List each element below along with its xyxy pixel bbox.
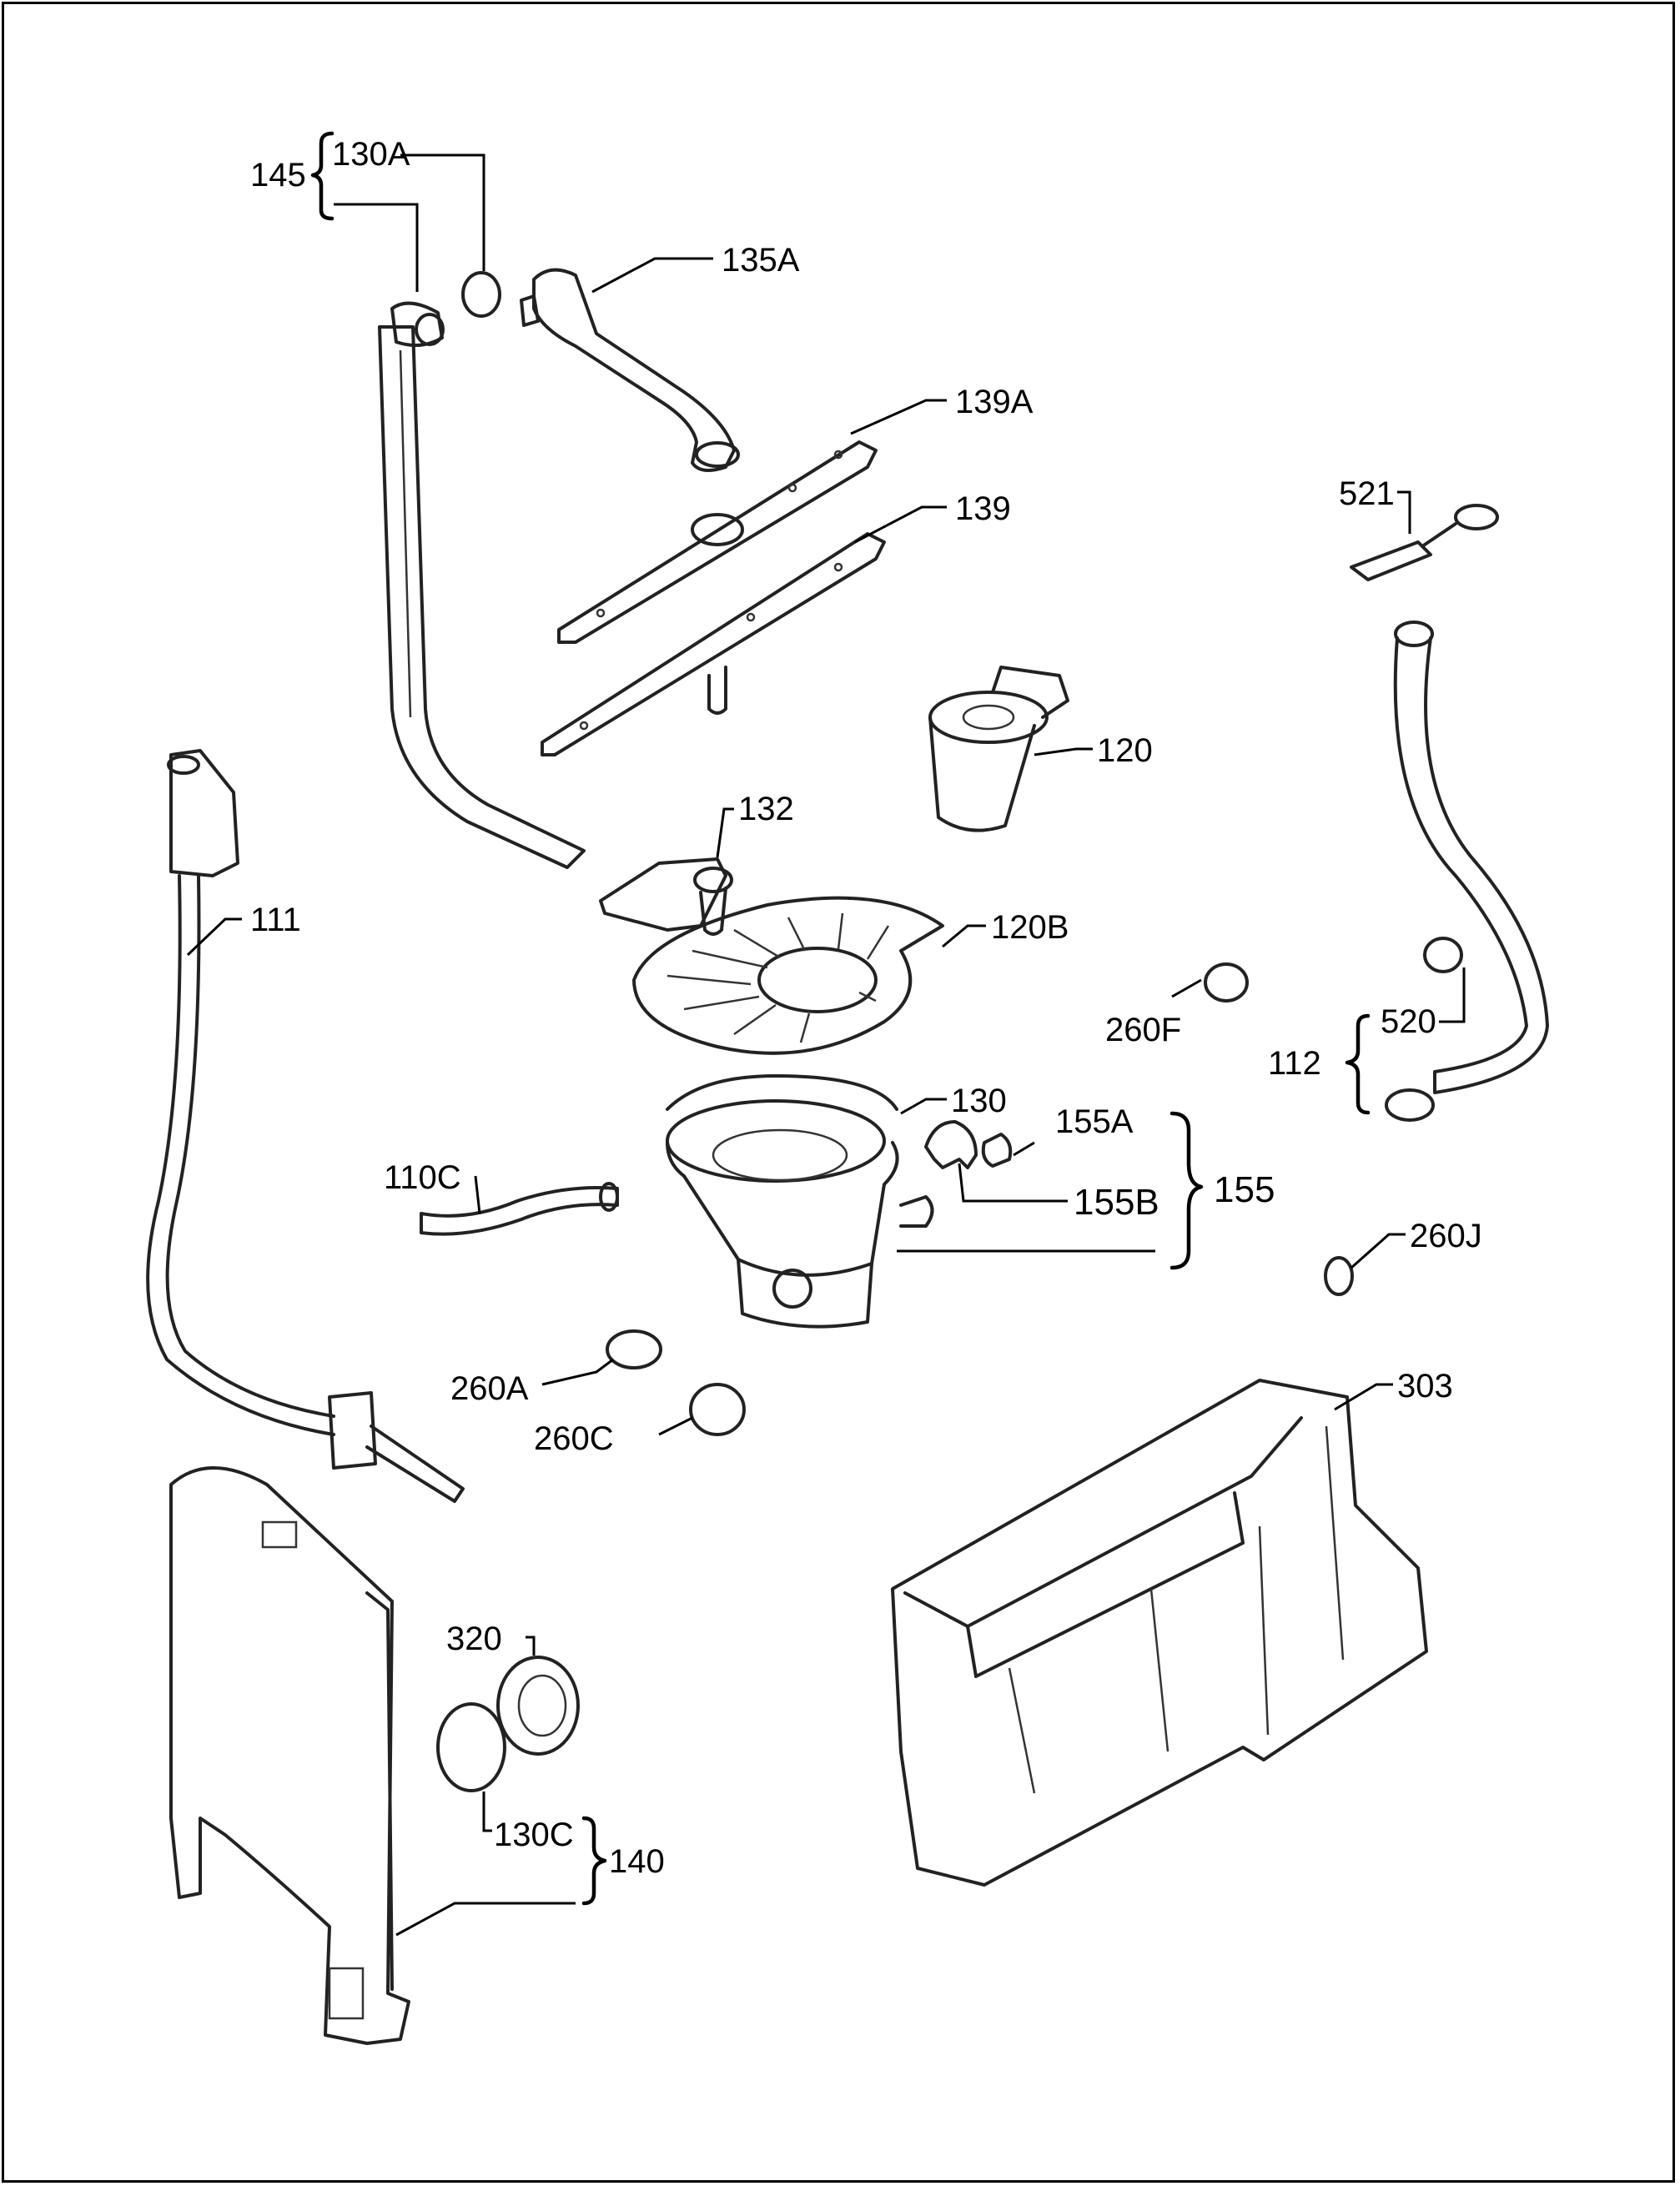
part-139-spray-arm bbox=[541, 532, 886, 756]
part-120b-filter-plate bbox=[632, 896, 944, 1055]
label-130: 130 bbox=[951, 1083, 1007, 1119]
part-260c-clamp bbox=[689, 1383, 746, 1436]
part-139a-spray-arm bbox=[557, 440, 878, 644]
part-260f-clamp bbox=[1204, 962, 1249, 1003]
part-130-sump bbox=[666, 1074, 934, 1329]
label-120: 120 bbox=[1097, 732, 1153, 769]
label-155a: 155A bbox=[1055, 1103, 1134, 1140]
label-139: 139 bbox=[955, 490, 1011, 527]
label-520: 520 bbox=[1381, 1003, 1436, 1040]
part-521-tool bbox=[1350, 504, 1499, 581]
leader-lines bbox=[186, 153, 1466, 1937]
label-521: 521 bbox=[1339, 475, 1395, 512]
part-520 bbox=[1423, 937, 1463, 973]
label-130c: 130C bbox=[494, 1817, 574, 1853]
label-155b: 155B bbox=[1074, 1182, 1159, 1223]
part-320-seal bbox=[496, 1656, 580, 1756]
label-112: 112 bbox=[1268, 1045, 1321, 1082]
label-145: 145 bbox=[250, 157, 306, 193]
part-112-drain-hose bbox=[1385, 621, 1549, 1122]
label-110c: 110C bbox=[384, 1159, 461, 1196]
part-260j-clamp bbox=[1324, 1256, 1354, 1296]
part-110c-hose bbox=[420, 1182, 619, 1236]
part-140-tank bbox=[169, 1466, 410, 2045]
part-120-filter bbox=[928, 666, 1069, 832]
part-155-parts bbox=[924, 1120, 1013, 1169]
label-260f: 260F bbox=[1105, 1012, 1182, 1048]
part-303-base bbox=[891, 1379, 1428, 1887]
brace-155 bbox=[1169, 1111, 1204, 1270]
label-132: 132 bbox=[738, 791, 794, 827]
braces bbox=[310, 131, 1371, 1906]
label-260j: 260J bbox=[1410, 1218, 1482, 1254]
label-320: 320 bbox=[446, 1621, 502, 1657]
part-260a-clamp bbox=[606, 1329, 662, 1369]
label-120b: 120B bbox=[991, 909, 1069, 946]
brace-140 bbox=[581, 1816, 607, 1906]
label-140: 140 bbox=[609, 1843, 665, 1880]
label-135a: 135A bbox=[722, 242, 800, 279]
part-145-pipe bbox=[378, 301, 586, 869]
label-139a: 139A bbox=[955, 384, 1034, 420]
part-135a-pipe bbox=[520, 268, 740, 472]
part-130c-ring bbox=[436, 1702, 506, 1792]
brace-112 bbox=[1345, 1013, 1371, 1115]
brace-145 bbox=[310, 131, 334, 221]
label-260a: 260A bbox=[450, 1370, 529, 1407]
part-111-inlet-hose bbox=[146, 749, 465, 1503]
label-303: 303 bbox=[1397, 1368, 1453, 1405]
label-155: 155 bbox=[1214, 1169, 1275, 1210]
label-260c: 260C bbox=[534, 1420, 614, 1457]
part-132-bracket bbox=[599, 857, 733, 936]
part-130a-oring bbox=[461, 271, 501, 318]
label-130a: 130A bbox=[332, 136, 410, 173]
label-111: 111 bbox=[250, 902, 301, 938]
